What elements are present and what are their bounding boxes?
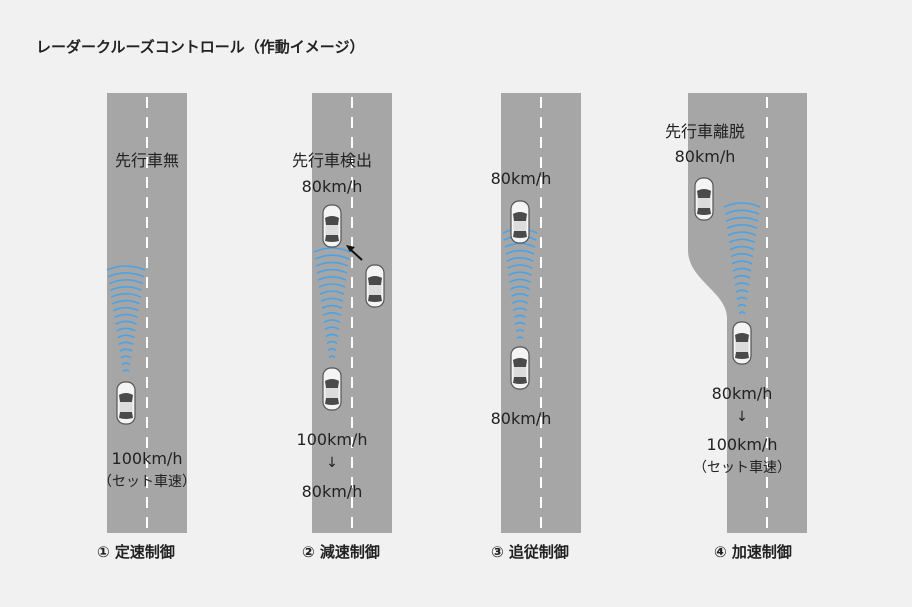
radar-wave: [109, 286, 143, 292]
radar-wave: [327, 348, 337, 352]
panel4-arrow: ↓: [736, 409, 748, 425]
radar-wave: [506, 257, 534, 262]
panel3-lead-speed: 80km/h: [490, 169, 552, 188]
radar-wave: [509, 278, 531, 283]
panel4-caption: ④ 加速制御: [714, 543, 792, 561]
radar-wave: [325, 333, 339, 338]
radar-wave: [324, 326, 340, 331]
panel2-lead-label: 先行車検出: [291, 151, 372, 170]
own-car-4: [732, 321, 752, 365]
radar-wave: [120, 355, 132, 359]
radar-wave: [110, 292, 142, 298]
radar-wave: [505, 249, 535, 255]
panel3-caption: ③ 追従制御: [491, 543, 569, 561]
radar-wave: [736, 296, 748, 300]
road-4: [688, 93, 807, 533]
radar-wave: [516, 336, 524, 340]
panel1-set-label: （セット車速）: [98, 474, 196, 490]
radar-wave: [117, 334, 135, 339]
own-car-3: [510, 346, 530, 390]
panel2-arrow: ↓: [326, 455, 338, 471]
radar-wave: [726, 224, 758, 230]
radar-waves-1: [106, 265, 146, 373]
radar-wave: [732, 267, 752, 272]
panel1-speed-label: 100km/h: [111, 449, 183, 468]
radar-wave: [119, 348, 133, 352]
panel4-speed-from: 80km/h: [711, 384, 773, 403]
radar-wave: [326, 340, 338, 345]
panel2-speed-from: 100km/h: [296, 430, 368, 449]
own-car-1: [116, 381, 136, 425]
panel1-lead-label: 先行車無: [114, 151, 179, 170]
radar-wave: [731, 260, 753, 265]
radar-waves-4: [723, 202, 761, 315]
radar-wave: [315, 261, 349, 267]
lane-dashes: [146, 97, 768, 530]
radar-wave: [118, 341, 134, 346]
radar-wave: [729, 245, 755, 251]
radar-wave: [114, 313, 138, 319]
panel4-lead-label: 先行車離脱: [664, 122, 745, 141]
panel4-lead-speed: 80km/h: [674, 147, 736, 166]
radar-wave: [323, 319, 341, 324]
radar-wave: [122, 369, 130, 373]
radar-wave: [106, 265, 146, 271]
radar-wave: [320, 297, 344, 302]
panel2-speed-to: 80km/h: [301, 482, 363, 501]
radar-wave: [108, 279, 144, 285]
radar-wave: [728, 238, 756, 244]
radar-wave: [513, 314, 527, 319]
panel1-caption: ① 定速制御: [97, 543, 175, 561]
own-car-2: [322, 367, 342, 411]
radar-wave: [316, 268, 348, 274]
radar-wave: [313, 247, 351, 253]
lead-car-3: [510, 200, 530, 244]
radar-wave: [319, 290, 345, 295]
radar-wave: [116, 327, 136, 332]
radar-wave: [724, 209, 760, 215]
detection-arrow: [346, 245, 363, 261]
radar-wave: [318, 283, 346, 288]
radar-wave: [322, 312, 342, 317]
panel2-lead-speed: 80km/h: [301, 177, 363, 196]
diagram-title: レーダークルーズコントロール（作動イメージ）: [36, 38, 365, 56]
panel3-own-speed: 80km/h: [490, 409, 552, 428]
radar-wave: [512, 307, 528, 312]
panel2-caption: ② 減速制御: [302, 543, 380, 561]
departing-car-4: [694, 177, 714, 221]
radar-wave: [727, 231, 757, 237]
radar-wave: [113, 306, 139, 312]
lead-car-2: [322, 204, 342, 248]
radar-wave: [725, 216, 759, 222]
radar-wave: [515, 329, 525, 333]
radar-wave: [115, 320, 137, 325]
radar-wave: [121, 362, 131, 366]
radar-wave: [510, 285, 530, 290]
radar-wave: [733, 274, 751, 279]
radar-wave: [314, 254, 350, 260]
radar-wave: [107, 272, 145, 278]
radar-wave: [321, 304, 343, 309]
radar-wave: [328, 355, 336, 359]
panel4-set-label: （セット車速）: [693, 460, 791, 476]
radar-wave: [511, 300, 529, 305]
side-car-2: [365, 264, 385, 308]
radar-wave: [317, 276, 347, 281]
radar-wave: [723, 202, 761, 208]
radar-wave: [514, 321, 526, 326]
radar-wave: [738, 311, 746, 315]
radar-wave: [510, 293, 530, 298]
panel4-speed-to: 100km/h: [706, 435, 778, 454]
radar-wave: [730, 253, 754, 258]
radar-wave: [737, 303, 747, 308]
radar-wave: [507, 264, 533, 269]
radar-wave: [735, 289, 749, 293]
radar-waves-2: [313, 247, 351, 359]
radar-wave: [111, 299, 141, 305]
radar-wave: [508, 271, 532, 276]
radar-wave: [734, 282, 750, 286]
